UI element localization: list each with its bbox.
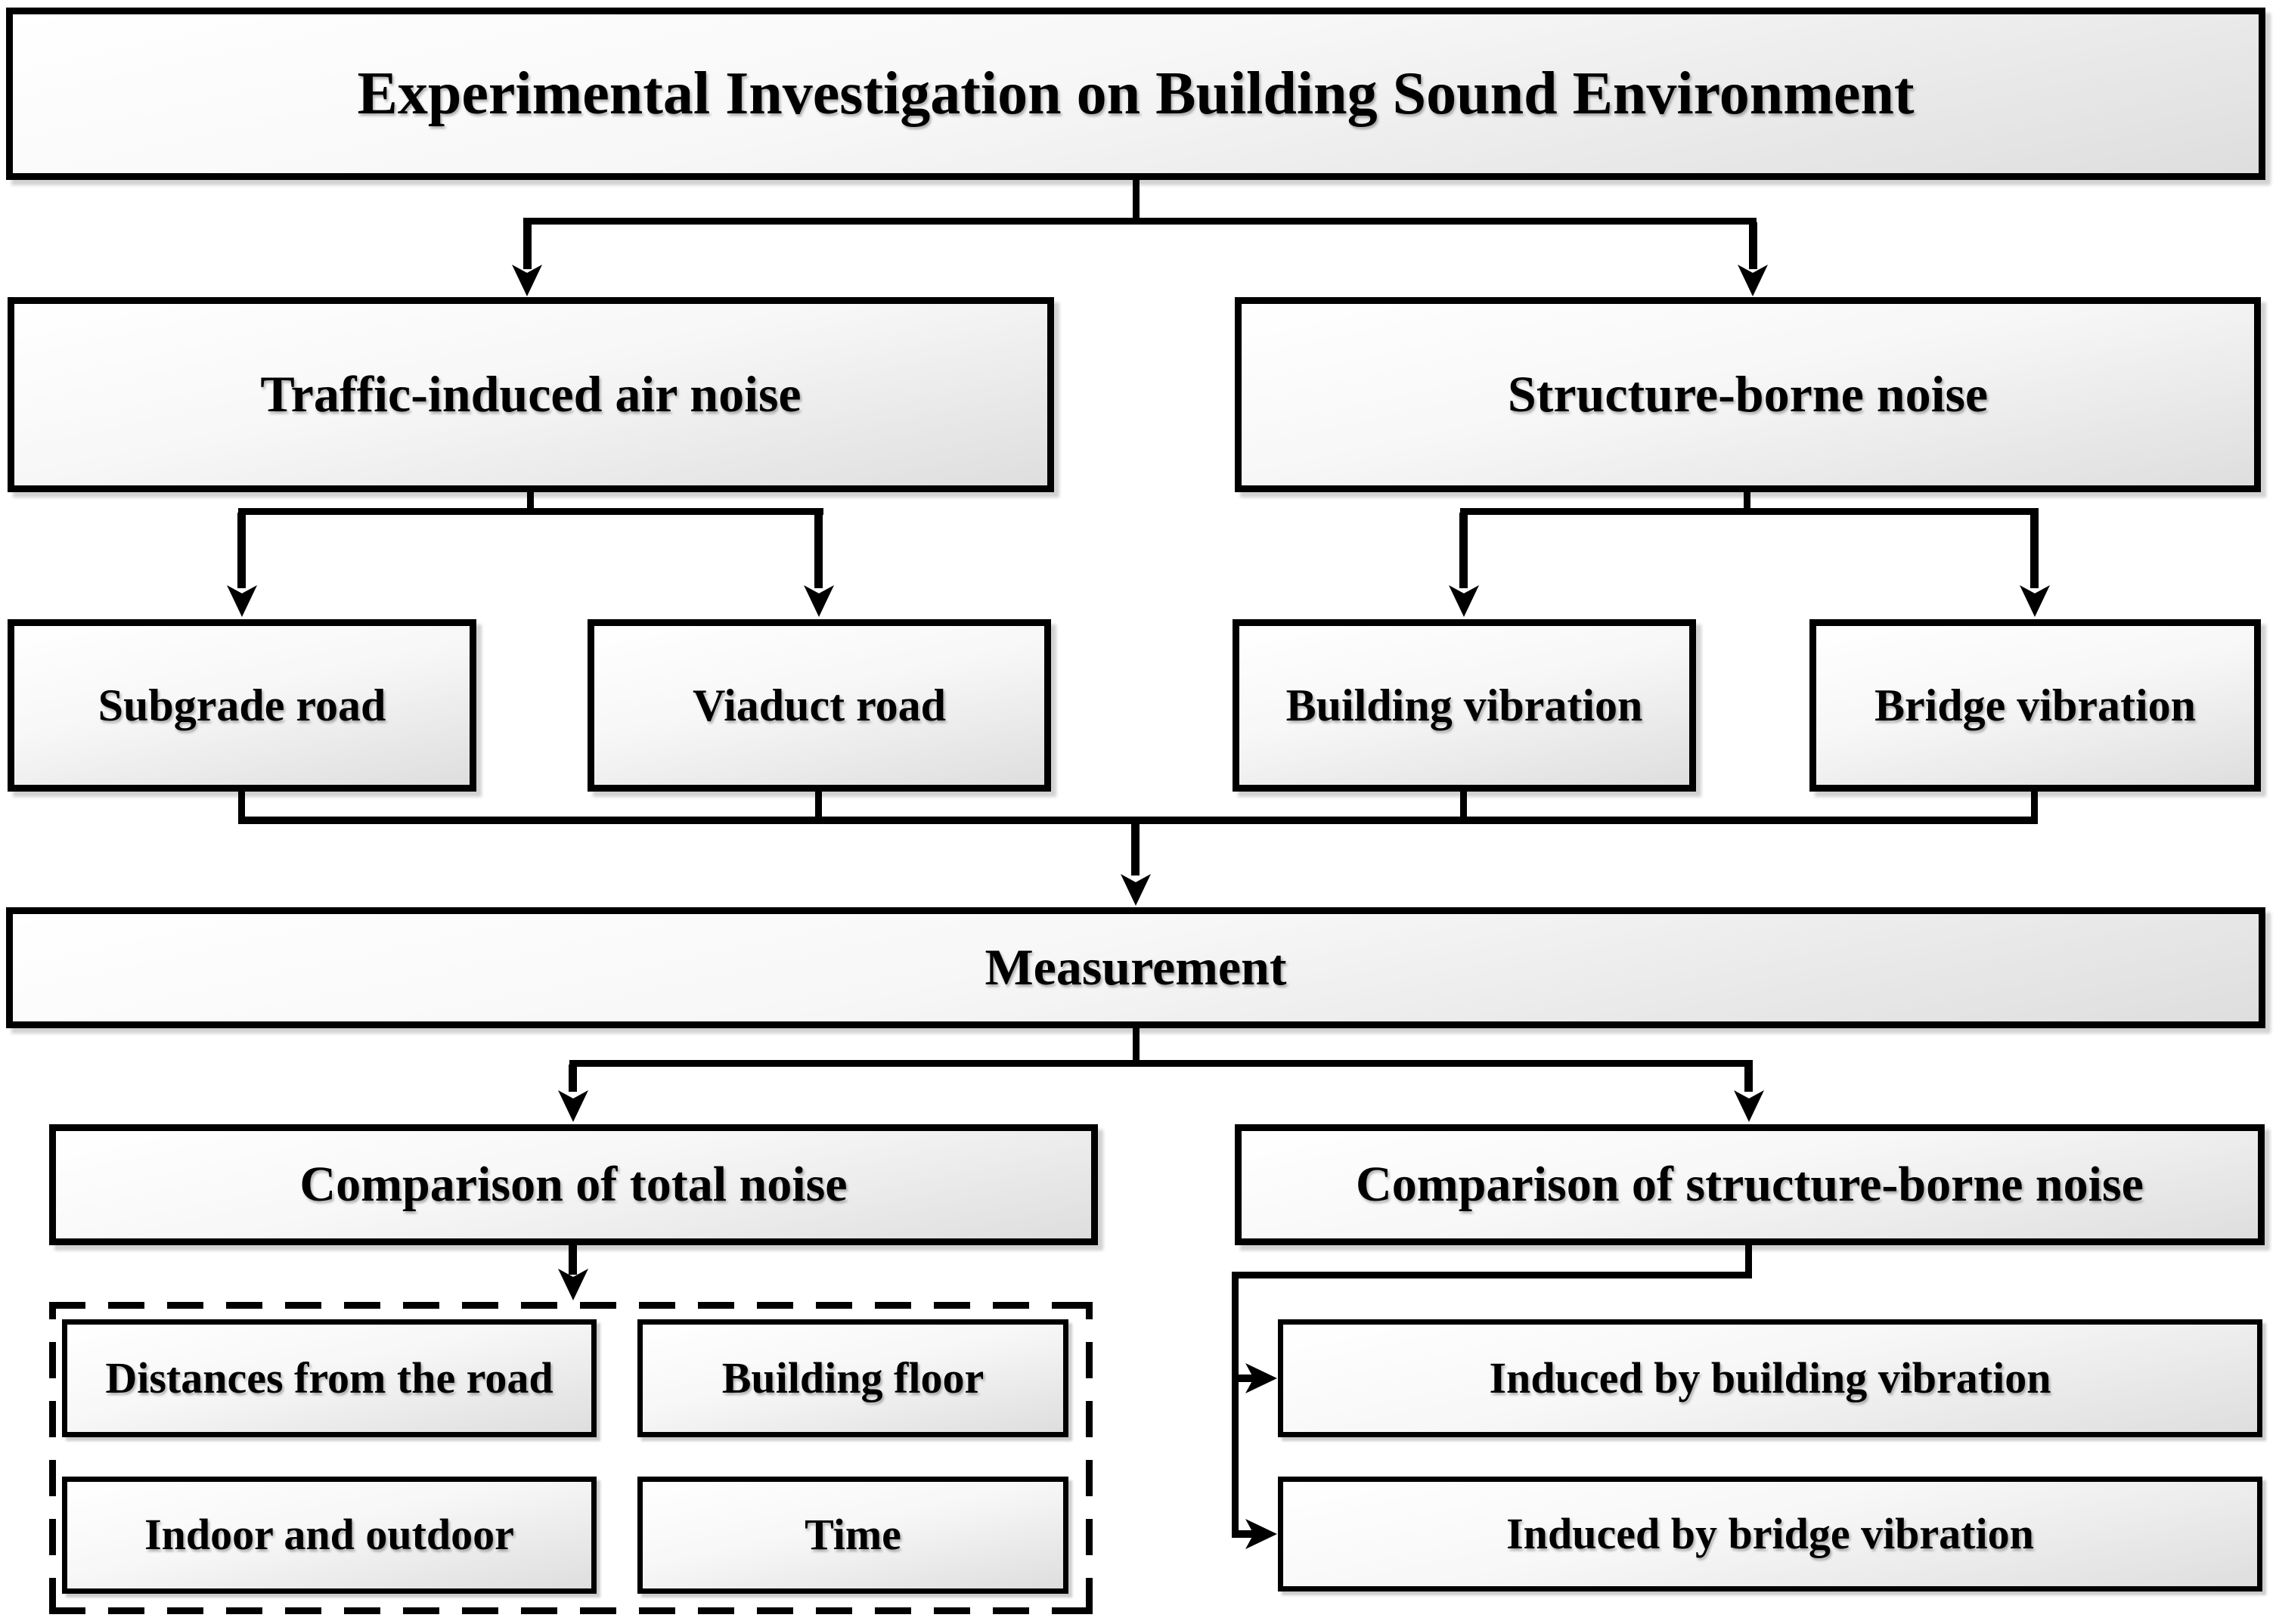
connector-arrow-shaft-viaduct	[814, 513, 823, 588]
arrowhead-into-bridge-vibration	[2020, 585, 2050, 617]
node-building-vibration-label: Building vibration	[1285, 680, 1643, 730]
node-time: Time	[637, 1477, 1068, 1594]
node-indoor-and-outdoor: Indoor and outdoor	[62, 1477, 597, 1594]
node-measurement: Measurement	[6, 907, 2265, 1028]
connector-bridge-vibration-down-stem	[2031, 791, 2038, 823]
node-time-label: Time	[805, 1510, 901, 1560]
node-traffic-label: Traffic-induced air noise	[260, 365, 802, 423]
node-structure-borne-noise: Structure-borne noise	[1235, 297, 2261, 492]
connector-arrow-shaft-building-vibration	[1459, 513, 1468, 588]
arrowhead-into-traffic	[512, 265, 542, 296]
connector-comparison-structure-stem	[1745, 1244, 1752, 1278]
node-comparison-structure-borne-noise: Comparison of structure-borne noise	[1235, 1124, 2265, 1245]
connector-title-split-bar	[523, 218, 1757, 225]
connector-merge-bar	[238, 817, 2038, 824]
node-bridge-vibration: Bridge vibration	[1809, 619, 2261, 792]
node-comparison-structure-label: Comparison of structure-borne noise	[1356, 1157, 2144, 1213]
node-induced-by-bridge-vibration: Induced by bridge vibration	[1278, 1477, 2262, 1591]
node-comparison-total-label: Comparison of total noise	[299, 1157, 848, 1213]
connector-title-stem	[1133, 180, 1140, 224]
node-measurement-label: Measurement	[985, 938, 1287, 996]
connector-measurement-stem	[1133, 1028, 1140, 1066]
connector-traffic-stem	[527, 490, 534, 514]
connector-structure-results-vertical	[1232, 1272, 1239, 1538]
node-induced-building-label: Induced by building vibration	[1489, 1353, 2051, 1402]
arrowhead-into-structure	[1738, 265, 1768, 296]
node-bridge-vibration-label: Bridge vibration	[1874, 680, 2196, 730]
node-structure-label: Structure-borne noise	[1507, 365, 1989, 423]
connector-structure-results-bar	[1232, 1272, 1752, 1278]
connector-arrow-shaft-subgrade	[237, 513, 246, 588]
connector-arrow-shaft-induced-bridge	[1235, 1530, 1256, 1538]
connector-structure-split-bar	[1460, 508, 2039, 515]
connector-measurement-split-bar	[569, 1060, 1753, 1067]
node-viaduct-label: Viaduct road	[692, 680, 947, 730]
arrowhead-into-building-vibration	[1449, 585, 1479, 617]
node-distances-from-road: Distances from the road	[62, 1319, 597, 1437]
node-building-floor: Building floor	[637, 1319, 1068, 1437]
connector-traffic-split-bar	[238, 508, 823, 515]
arrowhead-into-comparison-total	[558, 1090, 588, 1122]
connector-arrow-shaft-structure	[1749, 222, 1757, 269]
connector-arrow-shaft-traffic	[523, 222, 532, 269]
node-comparison-total-noise: Comparison of total noise	[49, 1124, 1098, 1245]
connector-building-vibration-down-stem	[1460, 791, 1467, 823]
node-induced-bridge-label: Induced by bridge vibration	[1506, 1508, 2034, 1558]
node-indoor-outdoor-label: Indoor and outdoor	[144, 1510, 514, 1560]
node-title-experimental-investigation: Experimental Investigation on Building S…	[6, 8, 2265, 180]
node-distances-label: Distances from the road	[105, 1353, 553, 1402]
node-building-vibration: Building vibration	[1233, 619, 1696, 792]
connector-arrow-shaft-comparison-total	[569, 1065, 577, 1092]
node-induced-by-building-vibration: Induced by building vibration	[1278, 1319, 2262, 1437]
node-subgrade-label: Subgrade road	[98, 680, 386, 730]
connector-subgrade-down-stem	[238, 791, 245, 823]
node-title-label: Experimental Investigation on Building S…	[357, 60, 1915, 127]
connector-arrow-shaft-comparison-structure	[1744, 1065, 1753, 1092]
arrowhead-into-subgrade	[227, 585, 257, 617]
arrowhead-into-viaduct	[804, 585, 834, 617]
connector-arrow-shaft-induced-building	[1235, 1375, 1256, 1382]
connector-arrow-shaft-factors-group	[569, 1244, 577, 1275]
arrowhead-into-measurement	[1121, 874, 1151, 906]
connector-viaduct-down-stem	[815, 791, 822, 823]
connector-arrow-shaft-measurement	[1131, 823, 1140, 876]
node-traffic-induced-air-noise: Traffic-induced air noise	[8, 297, 1054, 492]
node-viaduct-road: Viaduct road	[588, 619, 1051, 792]
arrowhead-into-comparison-structure	[1734, 1090, 1764, 1122]
node-subgrade-road: Subgrade road	[8, 619, 476, 792]
connector-structure-stem	[1744, 490, 1750, 514]
node-building-floor-label: Building floor	[721, 1353, 985, 1402]
connector-arrow-shaft-bridge-vibration	[2030, 513, 2039, 588]
